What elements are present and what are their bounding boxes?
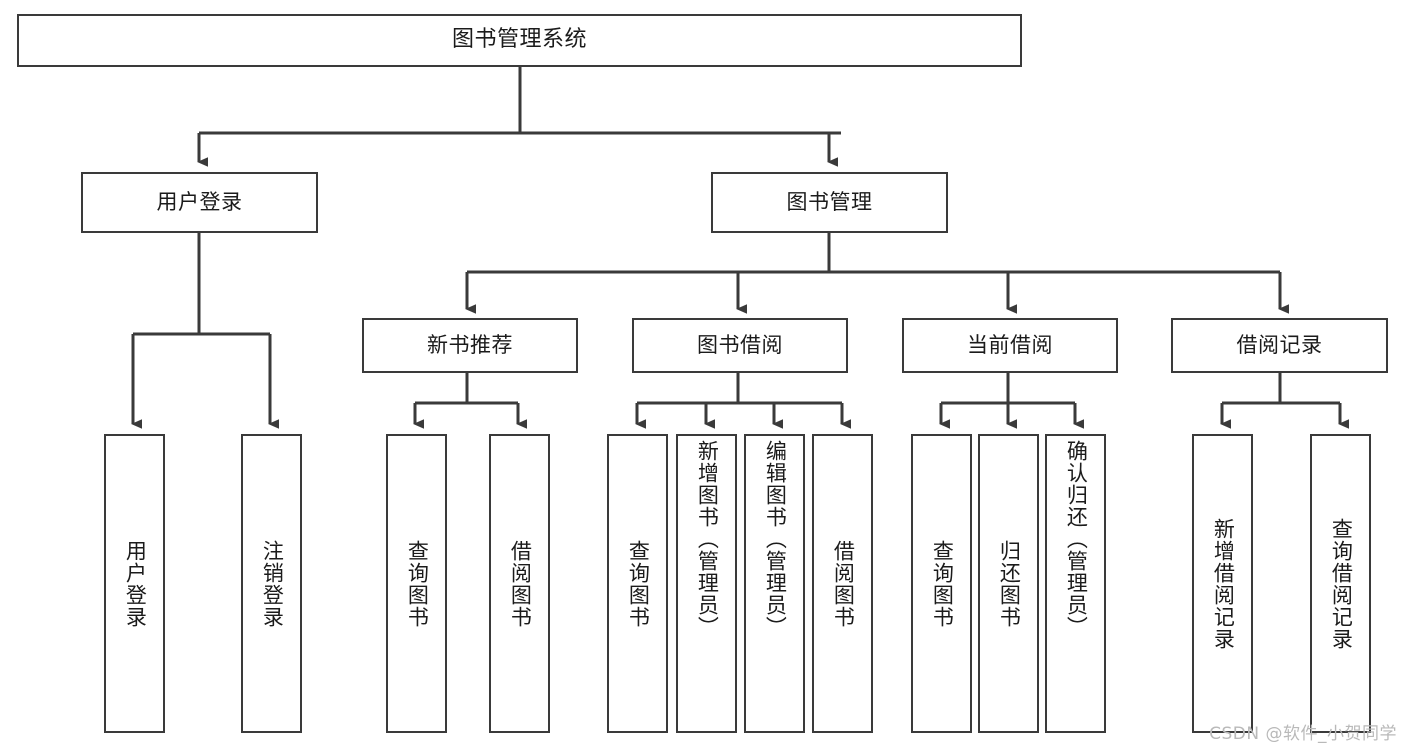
leaf-book-borrow-3-label: 借阅图书 xyxy=(831,539,856,628)
leaf-user-login-1[interactable]: 注销登录 xyxy=(241,434,302,733)
leaf-new-book-recommend-0[interactable]: 查询图书 xyxy=(386,434,447,733)
leaf-new-book-recommend-1[interactable]: 借阅图书 xyxy=(489,434,550,733)
node-user-login[interactable]: 用户登录 xyxy=(81,172,318,233)
leaf-current-borrow-0-label: 查询图书 xyxy=(930,539,955,628)
node-current-borrow[interactable]: 当前借阅 xyxy=(902,318,1118,373)
leaf-book-borrow-2[interactable]: 编辑图书（管理员） xyxy=(744,434,805,733)
leaf-book-borrow-0[interactable]: 查询图书 xyxy=(607,434,668,733)
leaf-borrow-record-1[interactable]: 查询借阅记录 xyxy=(1310,434,1371,733)
node-borrow-record-label: 借阅记录 xyxy=(1236,332,1323,357)
node-root-label: 图书管理系统 xyxy=(451,27,587,53)
leaf-current-borrow-2[interactable]: 确认归还（管理员） xyxy=(1045,434,1106,733)
leaf-new-book-recommend-0-label: 查询图书 xyxy=(405,539,430,628)
leaf-current-borrow-0[interactable]: 查询图书 xyxy=(911,434,972,733)
leaf-user-login-0-label: 用户登录 xyxy=(123,539,148,628)
leaf-book-borrow-1-label: 新增图书（管理员） xyxy=(695,440,720,638)
leaf-book-borrow-1[interactable]: 新增图书（管理员） xyxy=(676,434,737,733)
node-user-login-label: 用户登录 xyxy=(156,189,243,214)
leaf-book-borrow-0-label: 查询图书 xyxy=(626,539,651,628)
node-new-book-recommend[interactable]: 新书推荐 xyxy=(362,318,578,373)
leaf-new-book-recommend-1-label: 借阅图书 xyxy=(508,539,533,628)
leaf-current-borrow-1-label: 归还图书 xyxy=(997,539,1022,628)
leaf-book-borrow-3[interactable]: 借阅图书 xyxy=(812,434,873,733)
leaf-user-login-0[interactable]: 用户登录 xyxy=(104,434,165,733)
leaf-borrow-record-0[interactable]: 新增借阅记录 xyxy=(1192,434,1253,733)
leaf-borrow-record-0-label: 新增借阅记录 xyxy=(1211,517,1236,650)
node-root-book-management-system[interactable]: 图书管理系统 xyxy=(17,14,1022,67)
node-book-borrow-label: 图书借阅 xyxy=(697,332,783,357)
leaf-current-borrow-1[interactable]: 归还图书 xyxy=(978,434,1039,733)
leaf-book-borrow-2-label: 编辑图书（管理员） xyxy=(763,440,788,638)
leaf-user-login-1-label: 注销登录 xyxy=(260,539,285,628)
node-book-management-label: 图书管理 xyxy=(786,189,873,214)
node-book-borrow[interactable]: 图书借阅 xyxy=(632,318,848,373)
leaf-borrow-record-1-label: 查询借阅记录 xyxy=(1329,517,1354,650)
node-new-book-recommend-label: 新书推荐 xyxy=(427,332,513,357)
leaf-current-borrow-2-label: 确认归还（管理员） xyxy=(1064,440,1089,638)
node-book-management[interactable]: 图书管理 xyxy=(711,172,948,233)
node-current-borrow-label: 当前借阅 xyxy=(967,332,1053,357)
node-borrow-record[interactable]: 借阅记录 xyxy=(1171,318,1388,373)
